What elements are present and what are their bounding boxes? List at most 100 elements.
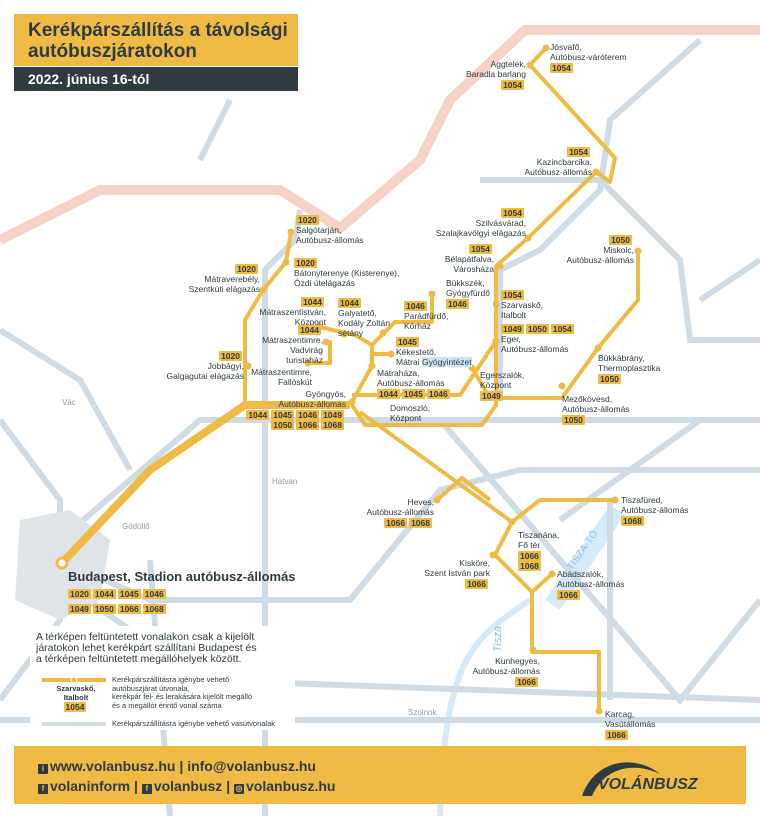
stop-dot-kiskore xyxy=(489,551,497,559)
stop-dot-tiszanana xyxy=(508,518,516,526)
stop-dot-gyongyos xyxy=(348,398,356,406)
stop-name-line: Abádszalók, xyxy=(557,569,604,579)
route-code-row: 1066 xyxy=(605,730,655,740)
route-code-badge: 1054 xyxy=(469,244,492,254)
stop-name-line: Autóbusz-állomás xyxy=(524,167,592,177)
date-bar: 2022. június 16-tól xyxy=(14,67,298,91)
legend-desc-line: és a megállót érintő vonal száma xyxy=(112,700,222,710)
route-code-badge: 1020 xyxy=(219,351,242,361)
stop-name-line: Italbolt xyxy=(501,310,527,320)
stop-name: Parádfürdő,Kórház xyxy=(404,311,448,331)
place-hatvan: Hatvan xyxy=(272,477,298,486)
route-codes: 1054 xyxy=(501,290,543,300)
route-code-row: 1066 xyxy=(557,590,625,600)
stop-name: Gyöngyös,Autóbusz-állomás xyxy=(246,389,346,409)
route-code-badge: 1066 xyxy=(557,590,580,600)
route-code-badge: 1066 xyxy=(605,730,628,740)
stop-name-line: Autóbusz-állomás xyxy=(366,507,434,517)
stop-name-line: Központ xyxy=(480,380,512,390)
stop-name: Egerszalók,Központ xyxy=(480,370,524,390)
stop-name-line: Egerszalók, xyxy=(480,370,525,380)
stop-name-line: Jósvafő, xyxy=(550,42,582,52)
stop-name: Bélapátfalva,Városháza xyxy=(445,254,494,274)
stop-name: Eger,Autóbusz-állomás xyxy=(501,334,576,354)
route-code-badge: 1020 xyxy=(296,215,319,225)
route-code-badge: 1045 xyxy=(396,337,419,347)
route-codes: 1020 xyxy=(189,264,260,274)
route-codes: 1066 xyxy=(472,677,540,687)
stop-name-line: Autóbusz-állomás xyxy=(566,255,634,265)
stop-name-line: Budapest, Stadion autóbusz-állomás xyxy=(68,569,296,584)
route-code-badge: 1054 xyxy=(501,290,524,300)
legend-sample-code: 1054 xyxy=(63,702,87,712)
route-code-badge: 1046 xyxy=(426,389,450,399)
stop-name: Tiszanána,Fő tér xyxy=(518,530,559,550)
route-code-row: 1020 xyxy=(166,351,244,361)
instagram-link[interactable]: volanbusz.hu xyxy=(246,778,336,794)
info-icon: i xyxy=(38,764,48,774)
valid-from-date: 2022. június 16-tól xyxy=(28,71,150,87)
stop-name-line: Központ xyxy=(390,413,422,423)
email-link[interactable]: info@volanbusz.hu xyxy=(187,758,316,774)
route-codes: 1068 xyxy=(621,516,689,526)
route-code-badge: 1066 xyxy=(515,677,538,687)
stop-name-line: Mátraszentimre, xyxy=(251,367,312,377)
stop-name-line: Karcag, xyxy=(605,709,635,719)
stop-name-line: Szilvásvárad, xyxy=(475,218,526,228)
stop-name: Jósvafő,Autóbusz-váróterem xyxy=(550,42,627,62)
route-code-row: 1020 xyxy=(189,264,260,274)
facebook-link-volaninform[interactable]: volaninform xyxy=(50,778,131,794)
legend-intro-line: a térképen feltüntetett megállóhelyek kö… xyxy=(36,653,242,665)
route-code-row: 1050 xyxy=(566,235,634,245)
stop-name-line: Mátraháza, xyxy=(377,368,420,378)
stop-name-line: Városháza xyxy=(453,264,494,274)
stop-name-line: Fő tér xyxy=(518,540,541,550)
route-codes: 1050 xyxy=(566,235,634,245)
stop-name-line: Autóbusz-állomás xyxy=(278,399,346,409)
stop-name-line: Heves, xyxy=(407,497,434,507)
stop-name-line: Bükkábrány, xyxy=(598,353,645,363)
stop-name: Mátraszentimre,Fallóskút xyxy=(251,367,312,387)
stop-domoszlo: Domoszló,Központ xyxy=(390,403,430,423)
stop-name-line: Bátonyterenye (Kisterenye), xyxy=(294,268,400,278)
stop-dot-matrahaza xyxy=(368,362,376,370)
volanbusz-logo-arc xyxy=(582,762,660,796)
stop-name: Karcag,Vasútállomás xyxy=(605,709,655,729)
route-code-badge: 1045 xyxy=(401,389,425,399)
legend-bus-desc: Kerékpárszállításra igénybe vehető autób… xyxy=(112,675,252,710)
stop-name-line: Kékestető, xyxy=(396,347,437,357)
stop-dot-miskolc xyxy=(634,247,642,255)
route-code-badge: 1066 xyxy=(296,420,320,430)
route-code-badge: 1049 xyxy=(480,391,503,401)
stop-dot-batonyterenye xyxy=(282,258,290,266)
stop-name-line: Tiszafüred, xyxy=(621,495,663,505)
route-code-row: 1044 xyxy=(262,325,323,335)
stop-name-line: Gyógyfürdő xyxy=(446,288,490,298)
stop-name-line: Szent István park xyxy=(424,568,490,578)
stop-dot-heves xyxy=(433,496,441,504)
stop-name: Abádszalók,Autóbusz-állomás xyxy=(557,569,625,589)
stop-dot-tiszafured xyxy=(611,496,619,504)
route-codes: 1020 xyxy=(166,351,244,361)
facebook-icon: f xyxy=(38,784,48,794)
stop-dot-salgotarjan xyxy=(287,228,295,236)
route-code-row: 1046 xyxy=(446,299,490,309)
facebook-link-volanbusz[interactable]: volanbusz xyxy=(153,778,223,794)
website-link[interactable]: www.volanbusz.hu xyxy=(50,758,176,774)
